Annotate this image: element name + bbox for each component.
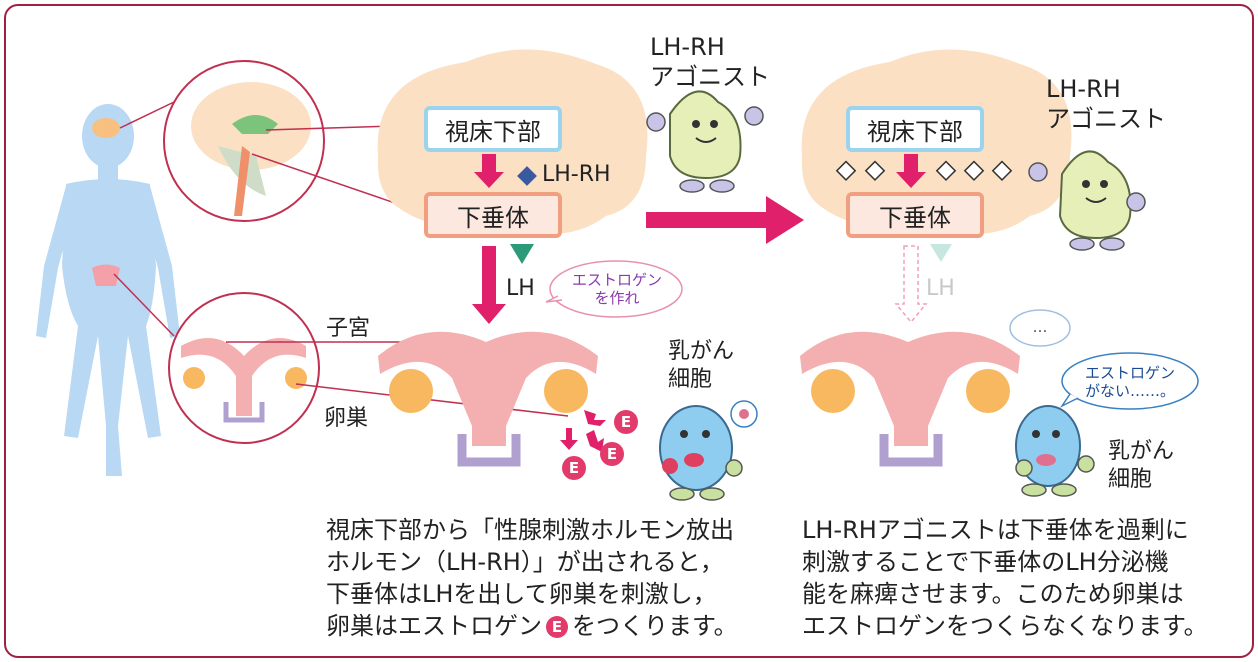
lhrh-label: LH-RH <box>542 162 611 187</box>
arrow-lh-right-faded <box>894 245 928 324</box>
uterus-zoom-circle <box>168 292 320 444</box>
speech-bubble-dots <box>1009 309 1071 347</box>
speech-no-estrogen-text: エストロゲン がない……。 <box>1084 364 1175 400</box>
hypothalamus-box-left: 視床下部 <box>424 106 562 152</box>
brain-zoom-circle <box>163 60 325 222</box>
illustration-layer <box>36 49 1199 501</box>
uterus-label: 子宮 <box>326 316 371 341</box>
arrow-hypo-pit-left <box>474 154 504 188</box>
lh-label-left: LH <box>506 276 535 301</box>
estrogen-icon-3: E <box>562 456 586 480</box>
cancer-cell-right <box>1015 405 1095 497</box>
lh-triangle-faded-icon <box>930 244 952 262</box>
estrogen-icon-2: E <box>600 442 624 466</box>
big-arrow-right <box>646 196 804 244</box>
lh-triangle-icon <box>510 244 534 264</box>
left-uterus <box>378 331 598 467</box>
speech-dots-text: … <box>1032 318 1048 336</box>
brain-spot <box>92 118 120 138</box>
agonist-character-top <box>646 90 764 193</box>
description-left-end: をつくります。 <box>572 612 738 640</box>
agonist-label-right: LH-RH アゴニスト <box>1046 75 1166 133</box>
pituitary-box-left: 下垂体 <box>424 192 562 238</box>
cancer-cell-label-left: 乳がん 細胞 <box>668 339 735 392</box>
description-left: 視床下部から「性腺刺激ホルモン放出 ホルモン（LH-RH）」が出されると， 下垂… <box>326 514 738 642</box>
estrogen-icon-1: E <box>614 410 638 434</box>
agonist-diamonds <box>835 160 1013 181</box>
diagram-frame: 視床下部 下垂体 視床下部 下垂体 LH-RH LH 子宮 卵巣 LH 乳がん … <box>4 4 1254 658</box>
cancer-cell-label-right: 乳がん 細胞 <box>1108 439 1175 492</box>
hypothalamus-label-right: 視床下部 <box>867 117 963 146</box>
cancer-cell-left <box>659 400 758 501</box>
ovary-label: 卵巣 <box>324 406 369 431</box>
pituitary-box-right: 下垂体 <box>846 192 984 238</box>
hypothalamus-label-left: 視床下部 <box>445 117 541 146</box>
pituitary-label-left: 下垂体 <box>457 203 529 232</box>
estrogen-release-arrows <box>560 410 606 452</box>
estrogen-inline-icon: E <box>546 616 568 638</box>
lh-label-right: LH <box>926 276 955 301</box>
speech-bubble-no-estrogen <box>1061 352 1199 410</box>
agonist-label-top: LH-RH アゴニスト <box>650 33 770 91</box>
speech-estrogen-text: エストロゲン を作れ <box>571 271 662 307</box>
speech-bubble-estrogen <box>549 260 683 318</box>
agonist-character-right <box>1028 150 1146 251</box>
right-uterus <box>800 331 1020 467</box>
uterus-spot <box>92 264 120 286</box>
pituitary-label-right: 下垂体 <box>879 203 951 232</box>
arrow-hypo-pit-right <box>896 154 926 188</box>
human-body-silhouette <box>36 104 180 476</box>
description-left-text: 視床下部から「性腺刺激ホルモン放出 ホルモン（LH-RH）」が出されると， 下垂… <box>326 516 734 640</box>
arrow-lh-left <box>472 246 506 324</box>
description-right: LH-RHアゴニストは下垂体を過剰に 刺激することで下垂体のLH分泌機 能を麻痺… <box>802 516 1208 640</box>
hypothalamus-box-right: 視床下部 <box>846 106 984 152</box>
